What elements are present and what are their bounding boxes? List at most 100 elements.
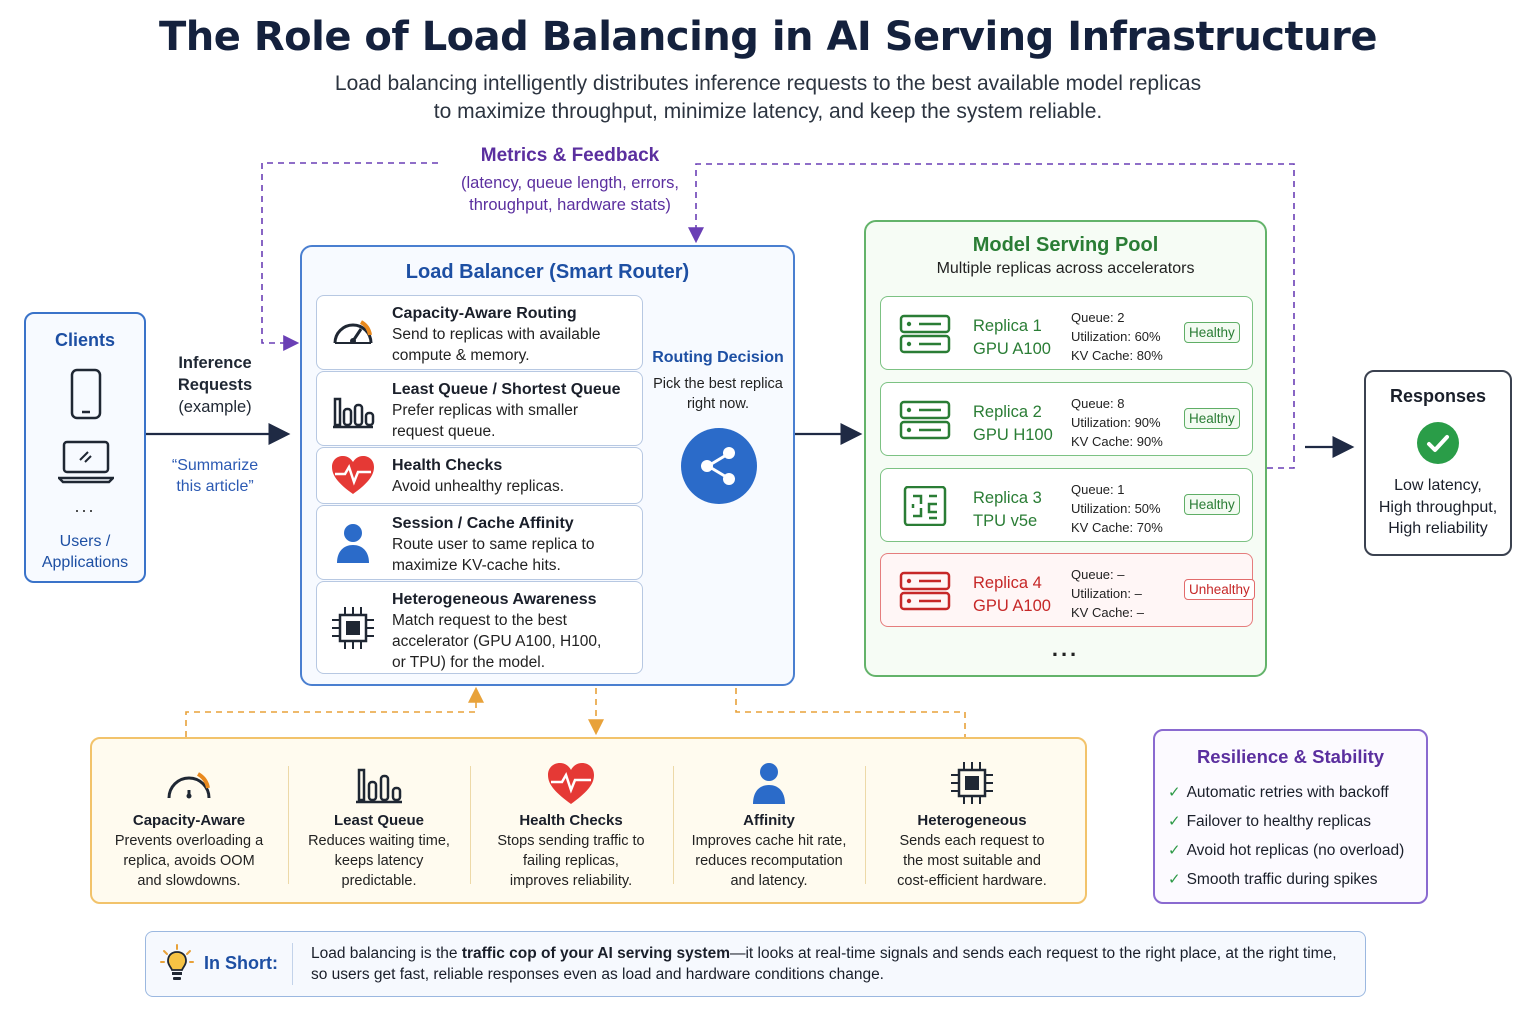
gauge-icon [333, 319, 373, 344]
lb-card-title: Health Checks [392, 457, 503, 474]
replica-utilization: Utilization: 50% [1071, 501, 1161, 516]
lb-card-body-2: accelerator (GPU A100, H100, [392, 633, 602, 650]
benefit-line-2: replica, avoids OOM [123, 853, 255, 869]
lb-card-text: Capacity-Aware Routing Send to replicas … [392, 303, 636, 366]
lb-card-body-1: Send to replicas with available [392, 326, 601, 343]
status-badge: Healthy [1184, 322, 1240, 343]
bars-icon [356, 768, 402, 804]
replica-card-1: Replica 1 GPU A100 Queue: 2 Utilization:… [880, 296, 1253, 370]
metrics-line-2: throughput, hardware stats) [469, 196, 671, 214]
lb-to-strip-right-connector [735, 688, 966, 737]
subtitle-line-1: Load balancing intelligently distributes… [334, 72, 1202, 95]
responses-title: Responses [1389, 386, 1487, 406]
inference-requests-line-2: Requests [177, 376, 253, 394]
replica-stats: Queue: 2 Utilization: 60% KV Cache: 80% [1071, 308, 1163, 365]
check-icon: ✓ [1168, 813, 1181, 830]
replica-kv-cache: KV Cache: 90% [1071, 434, 1163, 449]
status-badge: Healthy [1184, 408, 1240, 429]
lb-card-title: Heterogeneous Awareness [392, 591, 597, 608]
benefit-line-1: Sends each request to [899, 833, 1045, 849]
example-request: “Summarize this article” [160, 455, 270, 497]
replica-queue: Queue: 2 [1071, 310, 1125, 325]
resilience-title: Resilience & Stability [1196, 746, 1385, 767]
lb-card-body-1: Prefer replicas with smaller [392, 402, 579, 419]
check-icon: ✓ [1168, 871, 1181, 888]
server-icon [899, 314, 951, 354]
lb-card-text: Session / Cache Affinity Route user to s… [392, 513, 636, 576]
check-icon: ✓ [1168, 784, 1181, 801]
in-short-label: In Short: [204, 953, 278, 973]
strip-divider [470, 766, 471, 884]
metrics-feedback-details: (latency, queue length, errors, throughp… [420, 172, 720, 216]
lb-card-title: Least Queue / Shortest Queue [392, 381, 621, 398]
status-badge: Healthy [1184, 494, 1240, 515]
benefit-body: Stops sending traffic to failing replica… [472, 831, 670, 891]
strip-divider [673, 766, 674, 884]
in-short-highlight: traffic cop of your AI serving system [461, 945, 730, 962]
clients-panel [24, 312, 146, 583]
replica-card-2: Replica 2 GPU H100 Queue: 8 Utilization:… [880, 382, 1253, 456]
in-short-line-2: so users get fast, reliable responses ev… [311, 966, 884, 983]
benefit-title: Capacity-Aware [132, 812, 246, 829]
benefit-line-2: reduces recomputation [695, 853, 843, 869]
laptop-icon [58, 440, 114, 484]
benefit-health-checks: Health Checks Stops sending traffic to f… [472, 750, 670, 895]
heart-icon [332, 455, 374, 494]
benefit-line-3: predictable. [341, 873, 417, 889]
benefit-line-1: Stops sending traffic to [497, 833, 645, 849]
responses-body: Low latency, High throughput, High relia… [1364, 475, 1512, 540]
replica-hardware: GPU A100 [973, 597, 1051, 615]
replica-utilization: Utilization: 90% [1071, 415, 1161, 430]
server-icon [899, 400, 951, 440]
lb-card-body-1: Match request to the best [392, 612, 567, 629]
benefit-line-3: and slowdowns. [137, 873, 241, 889]
benefit-capacity-aware: Capacity-Aware Prevents overloading a re… [100, 750, 278, 895]
in-short-pre: Load balancing is the [311, 945, 462, 962]
lb-card-body-2: maximize KV-cache hits. [392, 557, 561, 574]
clients-title: Clients [54, 330, 115, 350]
responses-line-1: Low latency, [1394, 477, 1482, 494]
router-node [681, 428, 757, 504]
benefit-line-1: Prevents overloading a [114, 833, 264, 849]
in-short-body: Load balancing is the traffic cop of you… [311, 943, 1356, 985]
benefit-line-2: keeps latency [334, 853, 424, 869]
metrics-feedback-title: Metrics & Feedback [480, 145, 660, 166]
benefit-line-2: the most suitable and [903, 853, 1041, 869]
user-icon [337, 523, 369, 563]
heart-icon [548, 763, 594, 804]
lb-card-capacity-aware: Capacity-Aware Routing Send to replicas … [316, 295, 643, 370]
resilience-item-label: Smooth traffic during spikes [1186, 871, 1378, 888]
benefit-title: Least Queue [333, 812, 425, 829]
lb-card-body-1: Avoid unhealthy replicas. [392, 478, 565, 495]
resilience-item-label: Avoid hot replicas (no overload) [1186, 842, 1405, 859]
replica-name-block: Replica 3 TPU v5e [973, 487, 1042, 533]
inference-requests-line-3: (example) [178, 398, 252, 416]
replica-card-4: Replica 4 GPU A100 Queue: – Utilization:… [880, 553, 1255, 627]
benefit-affinity: Affinity Improves cache hit rate, reduce… [675, 750, 863, 895]
check-icon: ✓ [1168, 842, 1181, 859]
resilience-panel [1153, 729, 1428, 904]
replica-name-block: Replica 1 GPU A100 [973, 315, 1051, 361]
benefit-body: Prevents overloading a replica, avoids O… [100, 831, 278, 891]
lb-card-least-queue: Least Queue / Shortest Queue Prefer repl… [316, 371, 643, 446]
lb-card-title: Capacity-Aware Routing [392, 305, 577, 322]
check-icon [1417, 422, 1459, 464]
strip-to-lb-arrow [185, 686, 484, 737]
user-icon [753, 763, 785, 804]
replica-hardware: GPU A100 [973, 340, 1051, 358]
benefit-heterogeneous: Heterogeneous Sends each request to the … [867, 750, 1077, 895]
routing-decision-title: Routing Decision [652, 349, 784, 366]
clients-footer-line-1: Users / [59, 533, 111, 550]
benefit-title: Affinity [743, 812, 795, 829]
replica-name: Replica 1 [973, 317, 1042, 335]
replica-hardware: GPU H100 [973, 426, 1053, 444]
resilience-item-label: Automatic retries with backoff [1186, 784, 1389, 801]
replica-kv-cache: KV Cache: 70% [1071, 520, 1163, 535]
lb-card-body-2: request queue. [392, 423, 496, 440]
share-icon [701, 447, 735, 485]
metrics-line-1: (latency, queue length, errors, [461, 174, 679, 192]
pool-title: Model Serving Pool [972, 234, 1159, 256]
benefit-body: Reduces waiting time, keeps latency pred… [290, 831, 468, 891]
benefit-least-queue: Least Queue Reduces waiting time, keeps … [290, 750, 468, 895]
lb-card-title: Session / Cache Affinity [392, 515, 574, 532]
